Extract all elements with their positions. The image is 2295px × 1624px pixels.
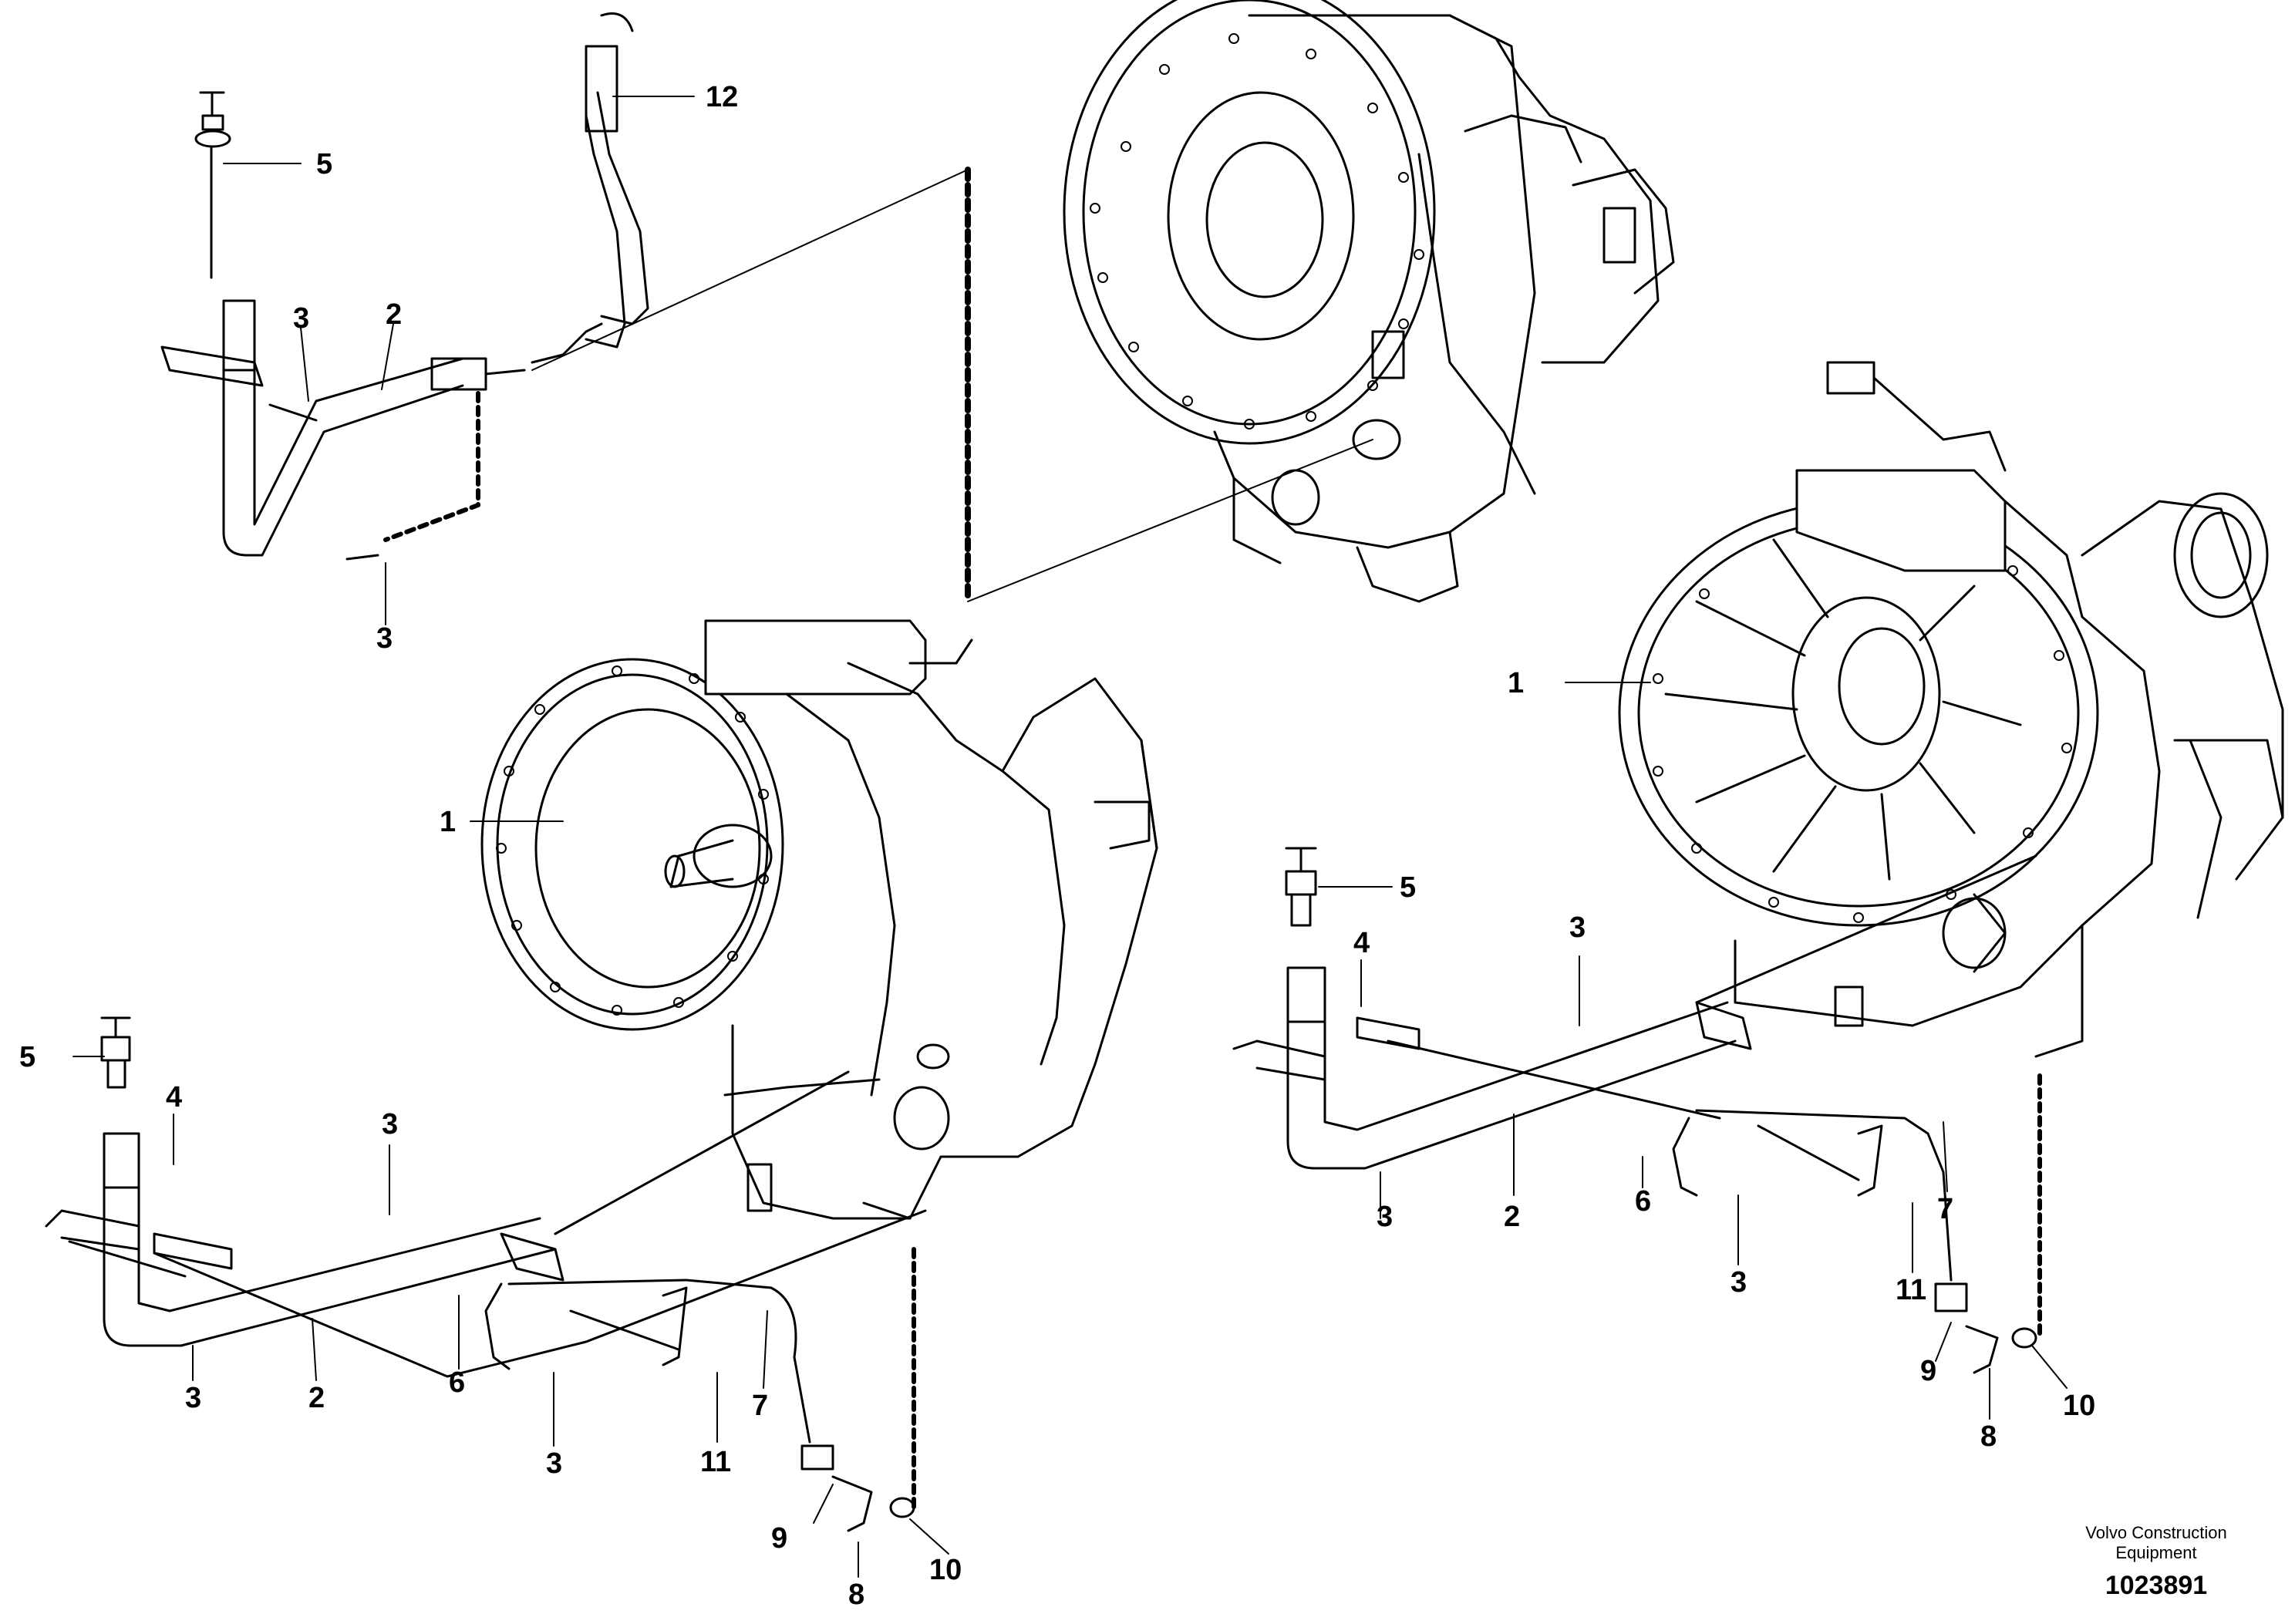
transmission-right <box>1618 361 2284 1058</box>
dashed-connector-small <box>383 391 480 542</box>
leader-port-top <box>967 439 1373 602</box>
callout-8: 8 <box>848 1579 864 1611</box>
callout-9: 9 <box>1920 1355 1936 1387</box>
publisher-footer: Volvo Construction Equipment 1023891 <box>2064 1523 2249 1601</box>
callout-7: 7 <box>1937 1193 1953 1225</box>
callout-1: 1 <box>1508 667 1524 699</box>
callout-4: 4 <box>1353 927 1370 959</box>
dipstick-assembly-left <box>45 1016 927 1532</box>
callout-6: 6 <box>449 1366 465 1399</box>
callout-10: 10 <box>929 1554 962 1586</box>
callout-1: 1 <box>440 806 456 838</box>
callout-10: 10 <box>2063 1390 2095 1422</box>
callout-5: 5 <box>1400 871 1416 904</box>
callout-8: 8 <box>1980 1420 1997 1453</box>
callout-3: 3 <box>376 622 393 655</box>
transmission-center <box>480 619 1158 1220</box>
callout-4: 4 <box>166 1081 182 1114</box>
callout-12: 12 <box>706 81 738 113</box>
callout-3: 3 <box>1569 911 1586 944</box>
callout-11: 11 <box>700 1446 731 1478</box>
dipstick-assembly-right <box>1232 847 2042 1374</box>
callout-labels: 12 5 2 3 3 1 1 5 5 4 4 3 3 3 3 2 2 6 6 3… <box>19 81 2095 1611</box>
callout-11: 11 <box>1896 1274 1926 1306</box>
callout-5: 5 <box>316 148 332 180</box>
callout-2: 2 <box>308 1382 325 1414</box>
callout-3: 3 <box>546 1447 562 1480</box>
callout-2: 2 <box>1504 1201 1520 1233</box>
callout-9: 9 <box>771 1522 787 1555</box>
callout-3: 3 <box>382 1108 398 1141</box>
document-number: 1023891 <box>2105 1571 2208 1600</box>
callout-2: 2 <box>386 298 402 331</box>
leader-hose-top <box>531 169 969 371</box>
company-name-line2: Equipment <box>2115 1543 2197 1562</box>
callout-3: 3 <box>1377 1201 1393 1233</box>
callout-7: 7 <box>752 1390 768 1422</box>
transmission-top <box>1063 0 1675 603</box>
dipstick-assembly-top <box>160 12 649 561</box>
callout-6: 6 <box>1635 1185 1651 1218</box>
company-name-line1: Volvo Construction <box>2085 1523 2227 1542</box>
callout-leaders <box>72 96 2068 1578</box>
callout-3: 3 <box>1731 1266 1747 1299</box>
callout-3: 3 <box>185 1382 201 1414</box>
callout-3: 3 <box>293 302 309 335</box>
callout-5: 5 <box>19 1041 35 1073</box>
